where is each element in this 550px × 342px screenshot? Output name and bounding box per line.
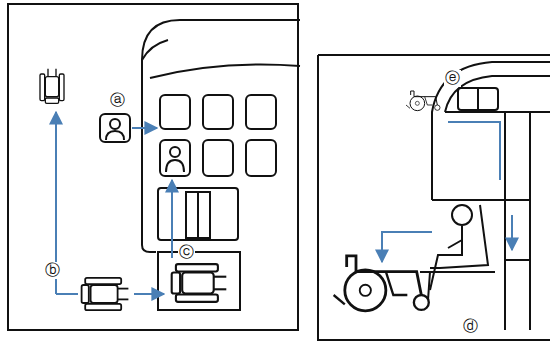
callout-letter: ⓓ xyxy=(462,318,479,335)
callout-letter: ⓑ xyxy=(44,262,61,279)
callout-letter: ⓒ xyxy=(178,244,195,261)
callout-letter: ⓐ xyxy=(109,92,126,109)
callout-letter: ⓔ xyxy=(444,70,461,87)
